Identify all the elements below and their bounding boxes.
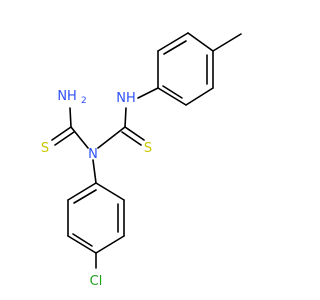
atom-sulfur-right: S	[144, 141, 152, 156]
chloro-bond-3	[95, 235, 125, 254]
atom-labels: NH 2 NH N S S Cl	[41, 89, 152, 289]
chloro-inner-3	[73, 189, 97, 204]
atom-nh2: NH 2	[57, 89, 86, 106]
atom-nh: NH	[116, 91, 136, 106]
chloro-inner-2	[72, 233, 93, 247]
chloro-bond-6	[67, 182, 97, 201]
bond-nh2-c	[69, 107, 72, 128]
tolyl-inner-1	[163, 40, 187, 55]
bond-c-s-left-b	[54, 131, 75, 146]
bond-c-n-left	[70, 126, 89, 149]
chloro-bond-1	[95, 182, 125, 201]
tolyl-bond-3	[187, 32, 214, 52]
tolyl-bond-6	[157, 87, 187, 106]
atom-chlorine: Cl	[90, 274, 103, 289]
atom-sulfur-left: S	[41, 141, 49, 156]
bond-n-c-right	[97, 126, 126, 149]
chloro-bond-4	[67, 235, 97, 254]
bond-c-s-left-a	[51, 126, 72, 141]
atom-nh2-subscript: 2	[81, 96, 87, 106]
atom-central-n: N	[88, 147, 98, 162]
bonds	[51, 32, 242, 269]
methyl-bond	[212, 33, 242, 52]
bond-c-s-right-b	[121, 131, 142, 146]
bond-c-nh	[124, 107, 127, 128]
bond-nh-ring	[137, 87, 159, 99]
tolyl-inner-3	[162, 85, 183, 99]
tolyl-bond-5	[185, 87, 214, 106]
molecule-canvas: NH 2 NH N S S Cl	[41, 32, 242, 289]
bond-c-s-right-a	[124, 126, 145, 141]
bond-n-ring	[92, 159, 97, 184]
tolyl-bond-2	[157, 32, 189, 52]
structure-diagram: NH 2 NH N S S Cl	[41, 32, 242, 289]
